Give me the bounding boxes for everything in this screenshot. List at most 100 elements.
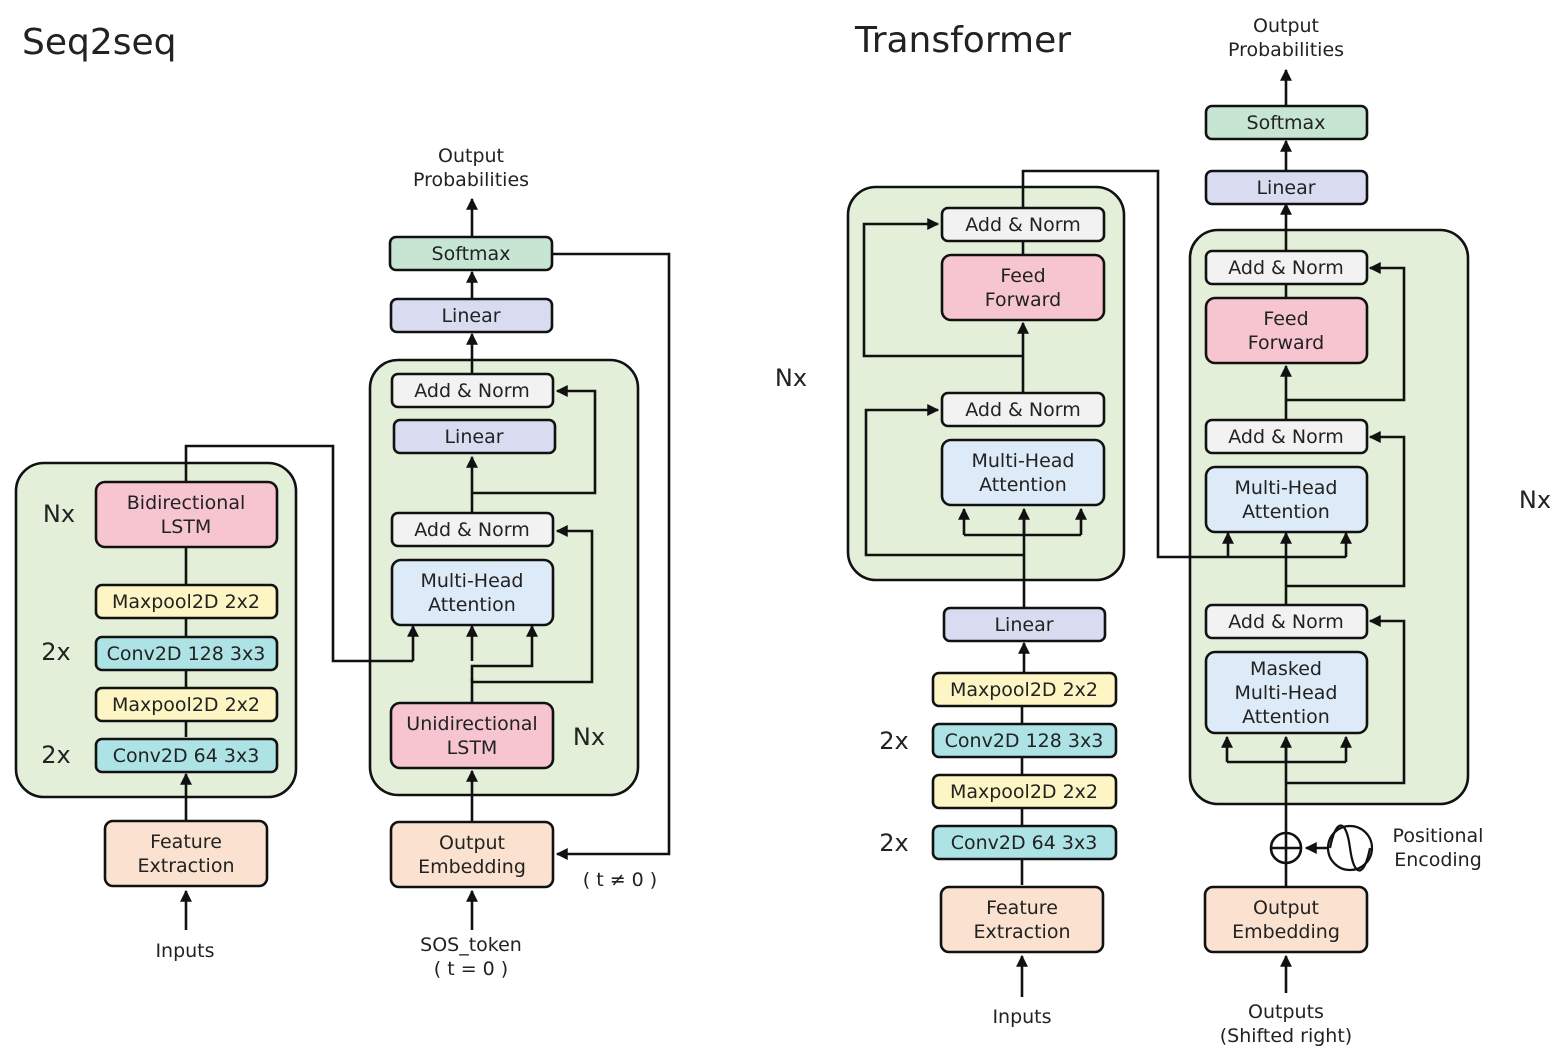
seq-dec-feedback-loop xyxy=(553,252,671,860)
tr-dec-residual-3 xyxy=(1286,262,1406,402)
seq-conv128-box xyxy=(94,635,279,672)
tr-decoder-nx: Nx xyxy=(1519,486,1551,514)
tr-feature-extraction-box xyxy=(939,885,1105,954)
transformer-encoder-container xyxy=(846,185,1126,582)
tr-enc-add-norm-bottom-box xyxy=(940,391,1106,428)
seq-decoder-feedback-label: ( t ≠ 0 ) xyxy=(583,869,657,891)
tr-conv64-label: Conv2D 64 3x3 xyxy=(951,832,1098,854)
tr-conv64-box xyxy=(931,824,1118,861)
tr-maxpool-top-label: Maxpool2D 2x2 xyxy=(950,679,1098,701)
seq-dec-residual-1 xyxy=(472,525,594,684)
tr-enc-linear-box xyxy=(942,606,1107,643)
tr-encoder-rep-bottom: 2x xyxy=(879,829,908,857)
seq-unidirectional-lstm-box xyxy=(389,701,555,770)
seq-conv128-label: Conv2D 128 3x3 xyxy=(107,643,266,665)
seq-add-norm-top-label: Add & Norm xyxy=(414,380,530,402)
seq-add-norm-top-box xyxy=(390,372,555,409)
tr-softmax-box xyxy=(1204,104,1369,141)
tr-encoder-input-label: Inputs xyxy=(992,1006,1051,1028)
tr-enc-to-decoder-wire xyxy=(1021,169,1346,559)
tr-dec-add-norm-mid-box xyxy=(1204,418,1369,455)
tr-decoder-input-label: Outputs(Shifted right) xyxy=(1220,1001,1352,1047)
seq-linear-out-label: Linear xyxy=(441,305,500,327)
tr-conv128-label: Conv2D 128 3x3 xyxy=(945,730,1104,752)
tr-enc-feed-forward-box xyxy=(940,253,1106,322)
tr-dec-add-norm-bottom-box xyxy=(1204,603,1369,640)
tr-positional-wave-icon xyxy=(1326,824,1374,872)
tr-enc-linear-label: Linear xyxy=(994,614,1053,636)
seq-add-norm-mid-label: Add & Norm xyxy=(414,519,530,541)
seq-conv64-label: Conv2D 64 3x3 xyxy=(113,745,260,767)
tr-dec-add-norm-mid-label: Add & Norm xyxy=(1228,426,1344,448)
tr-enc-add-norm-bottom-label: Add & Norm xyxy=(965,399,1081,421)
seq-encoder-input-label: Inputs xyxy=(155,940,214,962)
transformer-section: Transformer xyxy=(775,15,1551,1047)
seq-maxpool-bottom-box xyxy=(94,686,279,723)
seq-output-embedding-box xyxy=(389,820,555,889)
tr-enc-add-norm-top-box xyxy=(940,206,1106,243)
seq-dec-residual-2 xyxy=(472,385,597,495)
seq-attention-box xyxy=(390,558,555,627)
seq-linear-inner-box xyxy=(392,418,557,455)
seq-feature-extraction-box xyxy=(103,819,269,888)
seq-linear-inner-label: Linear xyxy=(444,426,503,448)
seq-encoder-nx: Nx xyxy=(43,500,75,528)
tr-encoder-nx: Nx xyxy=(775,364,807,392)
seq-enc-to-decoder-wire xyxy=(184,444,413,663)
tr-dec-linear-box xyxy=(1204,169,1369,206)
seq-add-norm-mid-box xyxy=(390,511,555,548)
tr-enc-attention-box xyxy=(940,438,1106,507)
tr-enc-residual-2 xyxy=(862,218,1023,358)
seq-decoder-sos-label: SOS_token( t = 0 ) xyxy=(420,934,522,980)
seq-softmax-label: Softmax xyxy=(432,243,511,265)
tr-output-embedding-box xyxy=(1203,885,1369,954)
tr-dec-feed-forward-box xyxy=(1204,296,1369,365)
tr-maxpool-bottom-label: Maxpool2D 2x2 xyxy=(950,781,1098,803)
seq-maxpool-top-box xyxy=(94,583,279,620)
seq-decoder-nx: Nx xyxy=(573,723,605,751)
tr-maxpool-bottom-box xyxy=(931,773,1118,810)
tr-dec-add-norm-bottom-label: Add & Norm xyxy=(1228,611,1344,633)
seq-conv64-box xyxy=(94,737,279,774)
tr-dec-add-norm-top-label: Add & Norm xyxy=(1228,257,1344,279)
tr-enc-residual-1 xyxy=(864,404,1024,557)
seq-bidirectional-lstm-box xyxy=(94,480,279,549)
tr-dec-linear-label: Linear xyxy=(1256,177,1315,199)
seq-softmax-box xyxy=(388,235,554,272)
seq-maxpool-bottom-label: Maxpool2D 2x2 xyxy=(112,694,260,716)
tr-softmax-label: Softmax xyxy=(1247,112,1326,134)
tr-dec-residual-1 xyxy=(1286,615,1406,785)
seq-dec-q-arrow xyxy=(470,624,538,682)
tr-cross-attention-box xyxy=(1204,465,1369,534)
seq-linear-out-box xyxy=(389,297,554,334)
tr-masked-attention-box xyxy=(1204,650,1369,735)
seq-encoder-rep-bottom: 2x xyxy=(41,741,70,769)
tr-sum-icon xyxy=(1269,831,1303,865)
tr-maxpool-top-box xyxy=(931,671,1118,708)
tr-encoder-rep-top: 2x xyxy=(879,727,908,755)
tr-dec-add-norm-top-box xyxy=(1204,249,1369,286)
seq-maxpool-top-label: Maxpool2D 2x2 xyxy=(112,591,260,613)
seq2seq-title: Seq2seq xyxy=(22,22,177,63)
tr-dec-residual-2 xyxy=(1286,431,1406,588)
seq-encoder-rep-top: 2x xyxy=(41,638,70,666)
tr-enc-add-norm-top-label: Add & Norm xyxy=(965,214,1081,236)
tr-conv128-box xyxy=(931,722,1118,759)
